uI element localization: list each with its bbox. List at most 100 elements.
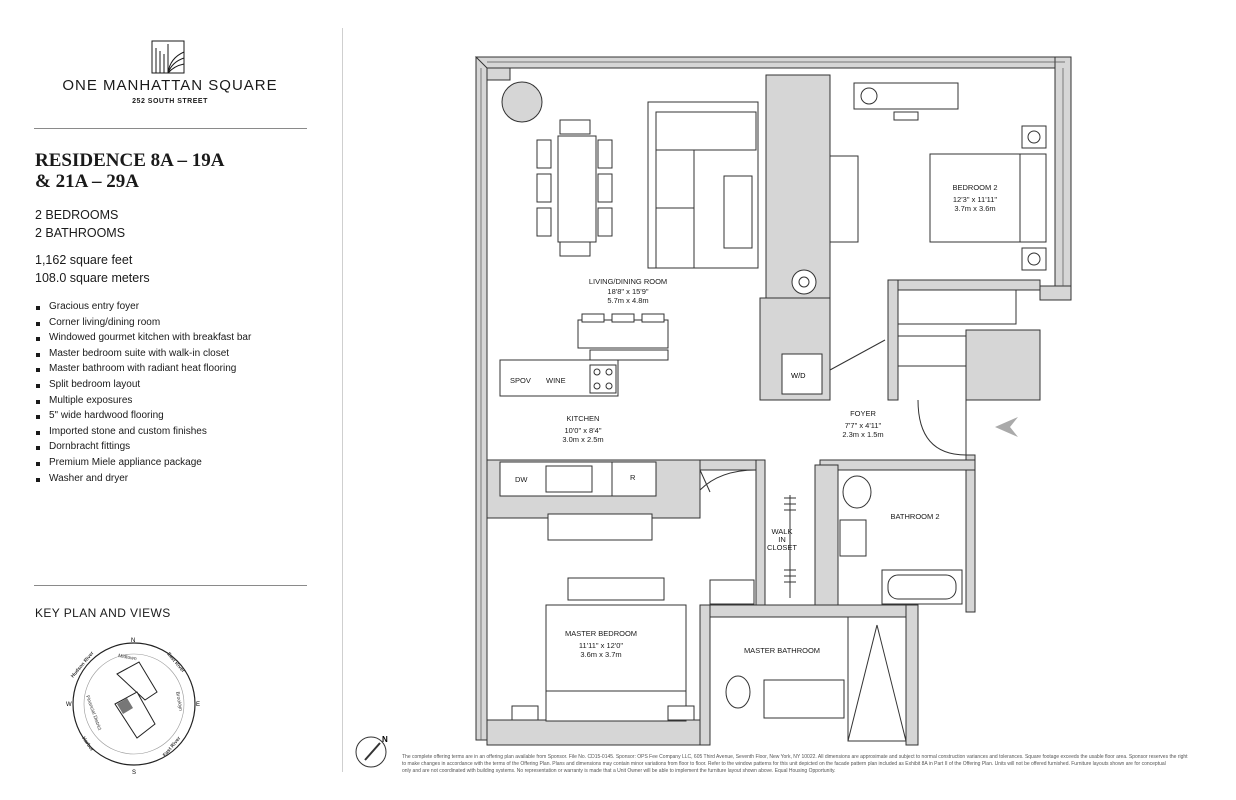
refrigerator: [611, 461, 657, 497]
walls: [474, 56, 1072, 746]
feature-item: Multiple exposures: [35, 395, 315, 411]
cooktop-strip: [589, 349, 669, 361]
north-arrow-icon: N: [355, 735, 388, 768]
bedroom2-label: BEDROOM 2: [952, 183, 997, 192]
media-console: [829, 155, 859, 243]
view-label: Brooklyn: [174, 691, 183, 711]
chair: [597, 173, 613, 203]
feature-list: Gracious entry foyer Corner living/dinin…: [35, 301, 315, 488]
wine-label: WINE: [546, 376, 566, 385]
legal-disclaimer: The complete offering terms are in an of…: [402, 754, 1212, 775]
key-plan-diagram: N S E W Hudson River Midtown East River …: [66, 638, 200, 774]
doors: [699, 339, 967, 493]
toilet: [725, 675, 751, 709]
stool: [641, 313, 665, 323]
bedroom2-dim-m: 3.7m x 3.6m: [954, 204, 995, 213]
dw-label: DW: [515, 475, 528, 484]
master-bedroom-label: MASTER BEDROOM: [565, 629, 637, 638]
desk-chair: [893, 111, 919, 121]
disclaimer-line: The complete offering terms are in an of…: [402, 754, 1188, 760]
stool: [581, 313, 605, 323]
feature-item: Split bedroom layout: [35, 379, 315, 395]
chair: [597, 139, 613, 169]
feature-item: Gracious entry foyer: [35, 301, 315, 317]
living-room-dim-m: 5.7m x 4.8m: [607, 296, 648, 305]
master-bath-label: MASTER BATHROOM: [744, 646, 820, 655]
bench: [709, 579, 755, 605]
shower: [847, 616, 907, 742]
compass-e: E: [196, 702, 200, 708]
bed: [929, 153, 1021, 243]
area-meters: 108.0 square meters: [35, 271, 150, 285]
breakfast-bar: [577, 319, 669, 349]
chair: [559, 241, 591, 257]
master-bed: [545, 604, 687, 692]
foyer-label: FOYER: [850, 409, 876, 418]
disclaimer-line: only and are not coordinated with buildi…: [402, 768, 836, 774]
walkin-label-1: WALK: [772, 527, 793, 536]
disclaimer-line: to make changes in accordance with the t…: [402, 761, 1166, 767]
walkin-closet-racks: [784, 495, 796, 598]
fridge-label: R: [630, 473, 636, 482]
spov-label: SPOV: [510, 376, 531, 385]
master-bedroom-dim-ft: 11'11" x 12'0": [579, 641, 624, 650]
feature-item: Imported stone and custom finishes: [35, 426, 315, 442]
residence-title: RESIDENCE 8A – 19A & 21A – 29A: [35, 150, 305, 192]
compass-inner-ring: [83, 653, 185, 755]
cooktop: [589, 364, 617, 394]
compass-w: W: [66, 702, 72, 708]
residence-title-line1: RESIDENCE 8A – 19A: [35, 150, 225, 171]
compass-ring: [72, 642, 196, 766]
feature-item: Corner living/dining room: [35, 317, 315, 333]
entry-arrow-icon: [995, 417, 1018, 437]
feature-item: Premium Miele appliance package: [35, 457, 315, 473]
feature-item: Master bathroom with radiant heat floori…: [35, 363, 315, 379]
bathroom-count: 2 BATHROOMS: [35, 226, 126, 240]
vanity: [839, 519, 867, 557]
bedroom2-furniture: [853, 82, 1047, 367]
vertical-divider: [342, 28, 343, 772]
building-tower-north: [116, 661, 158, 701]
coffee-table: [723, 175, 753, 249]
bathroom2-label: BATHROOM 2: [890, 512, 939, 521]
feature-item: Windowed gourmet kitchen with breakfast …: [35, 332, 315, 348]
living-furniture: [501, 81, 859, 349]
kitchen-fixtures: [499, 349, 669, 497]
walkin-label-3: CLOSET: [767, 543, 797, 552]
compass-s: S: [132, 770, 136, 774]
feature-item: Dornbracht fittings: [35, 441, 315, 457]
living-room-label: LIVING/DINING ROOM: [589, 277, 667, 286]
brand-name: ONE MANHATTAN SQUARE: [62, 77, 278, 94]
nightstand: [511, 705, 539, 721]
bedroom2-dim-ft: 12'3" x 11'11": [953, 195, 998, 204]
brand-address: 252 SOUTH STREET: [132, 98, 208, 105]
washer-dryer: [781, 353, 823, 395]
kitchen-dim-m: 3.0m x 2.5m: [562, 435, 603, 444]
chair: [536, 139, 552, 169]
wd-label: W/D: [791, 371, 806, 380]
toilet: [842, 475, 872, 509]
unit-location-marker: [117, 698, 133, 714]
kitchen-dim-ft: 10'0" x 8'4": [565, 426, 602, 435]
master-furniture: [511, 513, 755, 722]
key-plan-title: KEY PLAN AND VIEWS: [35, 606, 171, 620]
stool: [611, 313, 635, 323]
double-vanity: [763, 679, 845, 719]
foyer-dim-ft: 7'7" x 4'11": [845, 421, 882, 430]
walkin-label-2: IN: [778, 535, 786, 544]
sink: [545, 465, 593, 493]
chair: [536, 207, 552, 237]
closet: [897, 335, 967, 367]
bathroom2-fixtures: [839, 475, 963, 605]
closet: [897, 289, 1017, 325]
nightstand: [667, 705, 695, 721]
view-label: Midtown: [118, 653, 138, 662]
dining-table: [557, 135, 597, 243]
area-feet: 1,162 square feet: [35, 253, 133, 267]
headboard: [567, 577, 665, 601]
bedroom-count: 2 BEDROOMS: [35, 208, 119, 222]
foyer-dim-m: 2.3m x 1.5m: [842, 430, 883, 439]
north-label: N: [382, 735, 388, 744]
feature-item: Washer and dryer: [35, 473, 315, 489]
